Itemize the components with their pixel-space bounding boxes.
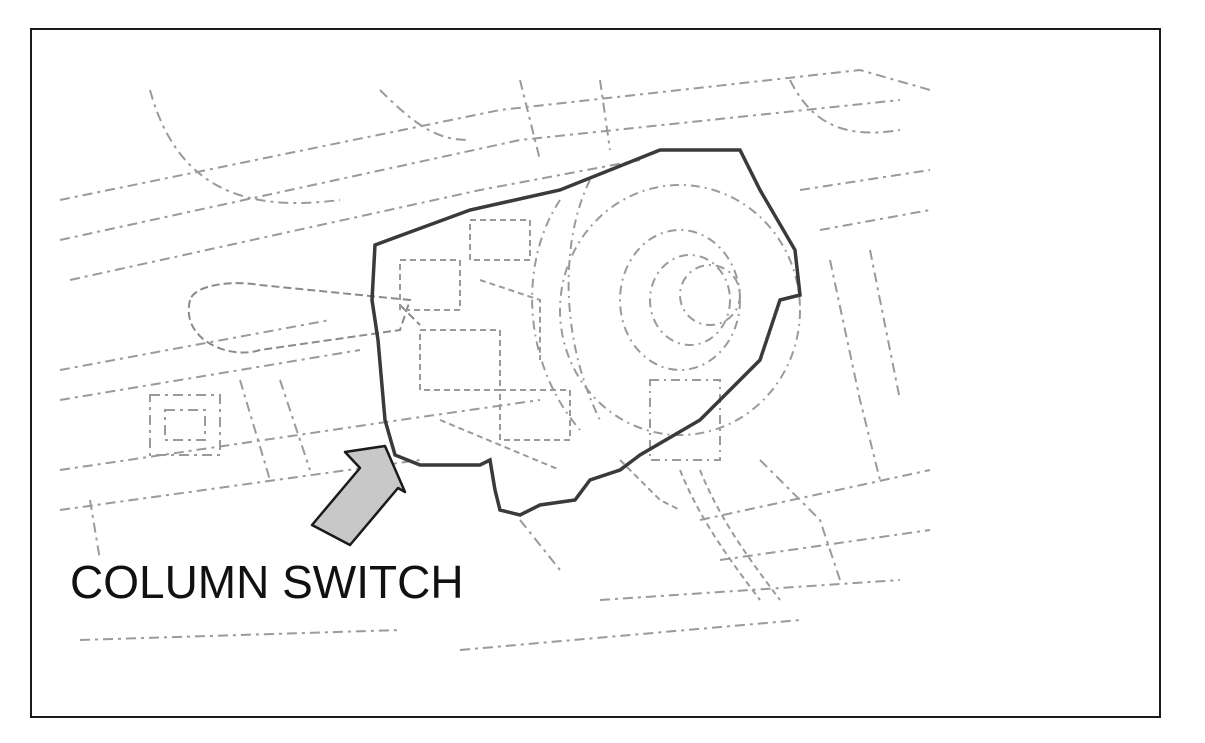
callout-arrow	[310, 444, 407, 547]
background-sketch-lines	[59, 68, 931, 651]
column-switch-outline	[370, 148, 802, 517]
stalk-lever	[187, 282, 421, 354]
clock-spring	[531, 179, 801, 461]
switch-internals	[399, 219, 781, 601]
column-switch-label: COLUMN SWITCH	[70, 556, 464, 608]
figure-frame	[30, 28, 1161, 718]
